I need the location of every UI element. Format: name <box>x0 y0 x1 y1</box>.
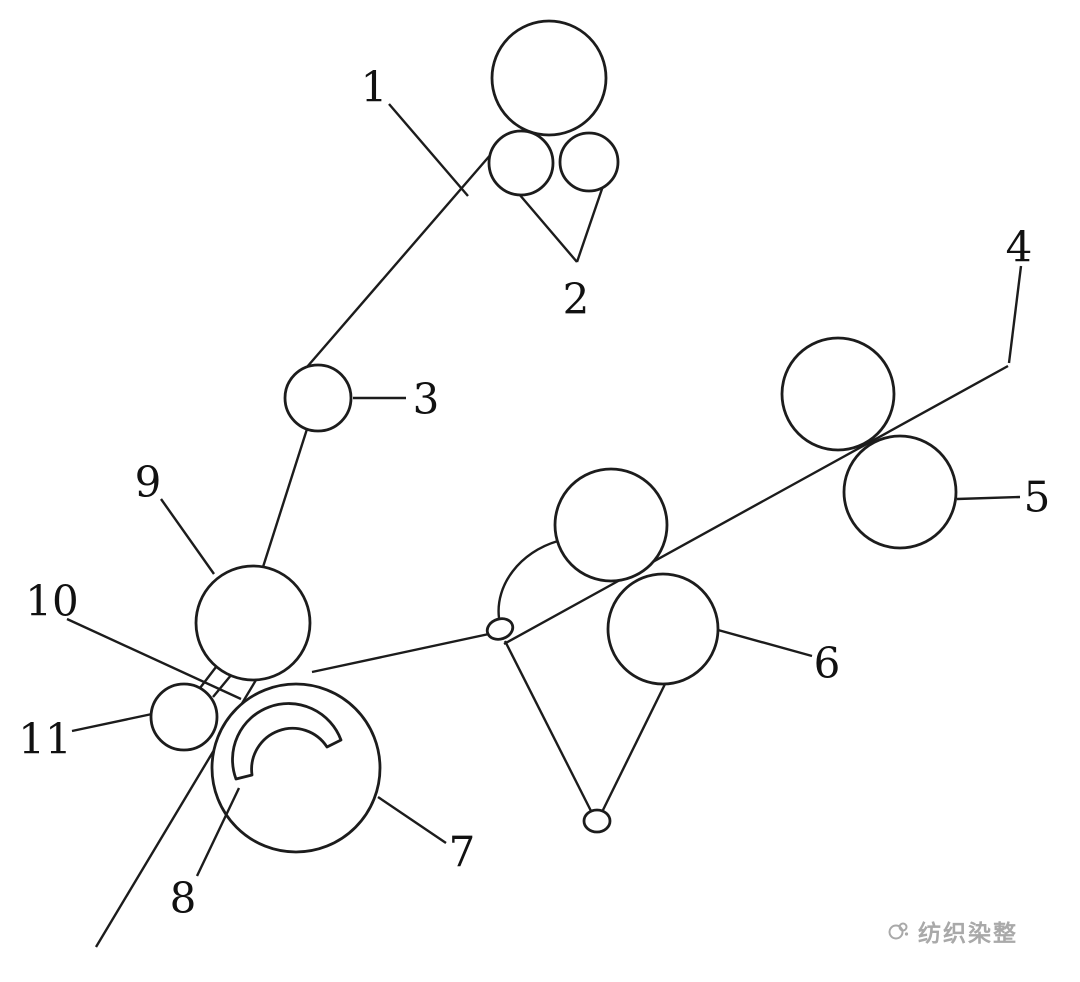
yarn-top-nip-to-guide-3 <box>306 137 506 368</box>
part-label-5: 5 <box>1024 473 1051 522</box>
roller-2-left <box>487 129 555 197</box>
yarn-drum-7-to-oval-guide <box>311 632 490 674</box>
yarn-oval-guide-wrap-curve <box>497 539 559 619</box>
roller-1-top-drum <box>490 19 608 137</box>
leader-label-10 <box>66 617 242 701</box>
part-label-10: 10 <box>25 577 78 626</box>
leader-label-9 <box>160 498 215 575</box>
roller-5 <box>842 434 958 550</box>
bottom-yarn-guide <box>582 808 612 834</box>
part-label-4: 4 <box>1006 223 1033 272</box>
watermark-logo-icon <box>888 922 909 940</box>
part-label-6: 6 <box>814 639 841 688</box>
roller-9 <box>194 564 312 682</box>
yarn-v-right-under-rollers-2 <box>575 185 605 263</box>
part-label-8: 8 <box>170 874 197 923</box>
leader-label-7 <box>377 796 447 844</box>
part-label-11: 11 <box>18 715 71 764</box>
watermark-text: 纺织染整 <box>918 920 1018 946</box>
yarn-feed-line-4 <box>503 364 1009 646</box>
part-label-3: 3 <box>413 375 440 424</box>
yarn-guide-3-to-roller-9 <box>261 428 309 568</box>
oval-yarn-guide <box>485 617 515 641</box>
roller-2-right <box>558 131 620 193</box>
leader-label-1 <box>388 103 469 197</box>
leader-label-11 <box>71 712 153 733</box>
tension-arc-8 <box>231 702 343 781</box>
part-label-2: 2 <box>563 275 590 324</box>
roller-mid-upper <box>553 467 669 583</box>
yarn-oval-guide-to-bottom-guide <box>503 640 593 812</box>
part-label-9: 9 <box>135 458 162 507</box>
leader-label-4 <box>1007 265 1023 364</box>
leader-label-5 <box>956 495 1021 501</box>
watermark: 纺织染整 <box>886 914 1018 948</box>
leader-label-8 <box>195 787 241 877</box>
roller-11 <box>149 682 219 752</box>
part-label-1: 1 <box>361 63 388 112</box>
yarn-v-left-under-rollers-2 <box>518 193 578 263</box>
guide-roller-3 <box>283 363 353 433</box>
yarn-roller-6-to-bottom-guide <box>601 681 668 811</box>
roller-6 <box>606 572 720 686</box>
roller-4-pair-upper <box>780 336 896 452</box>
part-label-7: 7 <box>449 828 476 877</box>
nip-line-9-11-a <box>199 666 217 689</box>
nip-line-9-11-b <box>212 673 233 698</box>
leader-label-6 <box>717 628 813 658</box>
